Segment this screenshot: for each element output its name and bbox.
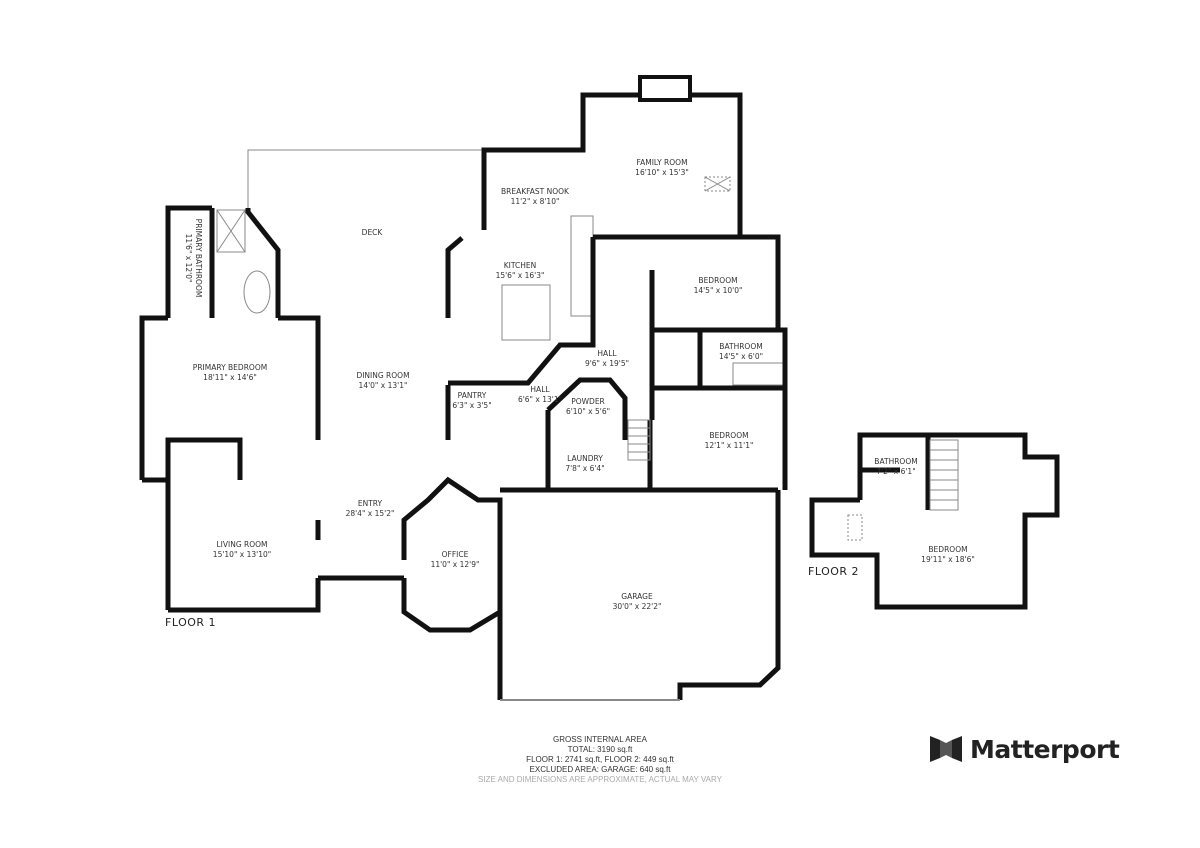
kitchen-island <box>501 284 551 341</box>
room-label-deck: DECK <box>361 228 383 237</box>
matterport-logo: Matterport <box>930 734 1120 764</box>
area-summary: GROSS INTERNAL AREA TOTAL: 3190 sq.ft FL… <box>478 735 722 785</box>
matterport-logo-icon <box>930 736 962 762</box>
area-disclaimer: SIZE AND DIMENSIONS ARE APPROXIMATE, ACT… <box>478 775 722 784</box>
stairs <box>929 439 959 511</box>
family-room-skylight <box>704 176 731 192</box>
floor-1-label: FLOOR 1 <box>165 616 217 629</box>
bathtub <box>243 270 271 314</box>
area-floors: FLOOR 1: 2741 sq.ft, FLOOR 2: 449 sq.ft <box>526 755 674 764</box>
floor2-outline <box>809 432 1060 610</box>
area-total: TOTAL: 3190 sq.ft <box>567 745 633 754</box>
deck-outline <box>247 149 485 208</box>
area-title: GROSS INTERNAL AREA <box>553 735 647 744</box>
matterport-wordmark: Matterport <box>970 734 1120 764</box>
area-excluded: EXCLUDED AREA: GARAGE: 640 sq.ft <box>529 765 671 774</box>
floor-2-label: FLOOR 2 <box>808 565 860 578</box>
fireplace <box>638 75 692 102</box>
